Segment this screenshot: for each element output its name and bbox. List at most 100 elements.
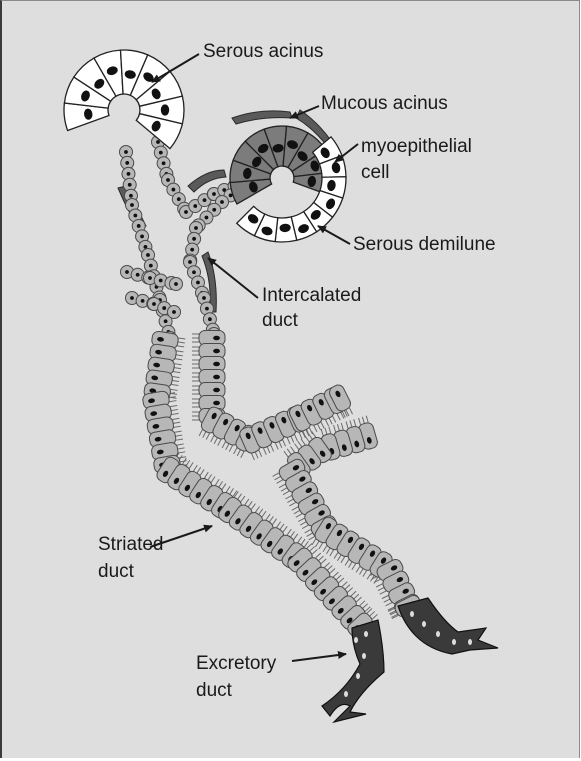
striation	[176, 439, 183, 440]
striation	[255, 452, 258, 458]
striation	[329, 418, 332, 424]
intercalated-nucleus	[162, 161, 166, 165]
striation	[325, 420, 328, 426]
striation	[294, 510, 300, 513]
intercalated-nucleus	[194, 226, 198, 230]
intercalated-nucleus	[141, 299, 145, 303]
intercalated-nucleus	[148, 276, 152, 280]
striation	[298, 518, 304, 521]
striation	[305, 436, 309, 442]
striation	[374, 579, 380, 582]
striation	[382, 595, 388, 598]
striation	[370, 611, 375, 616]
striation	[178, 452, 185, 453]
striation	[378, 587, 384, 590]
striation	[226, 444, 229, 450]
striation	[314, 426, 317, 432]
striation	[177, 351, 184, 352]
striation	[307, 543, 312, 548]
striation	[241, 452, 244, 458]
excretory-nucleus	[436, 631, 440, 637]
intercalated-nucleus	[190, 248, 194, 252]
striation	[175, 431, 182, 432]
intercalated-nucleus	[212, 208, 216, 212]
striation	[359, 418, 361, 425]
label-excretory-duct-line1: Excretory	[196, 652, 276, 675]
intercalated-nucleus	[125, 161, 129, 165]
striation	[307, 533, 313, 536]
label-arrow-4	[318, 226, 350, 244]
striated-nucleus	[213, 336, 220, 341]
striation	[252, 454, 255, 460]
striation	[237, 450, 240, 456]
intercalated-nucleus	[212, 192, 216, 196]
striation	[222, 484, 226, 490]
label-myoepithelial-cell-line2: cell	[361, 161, 390, 184]
striation	[204, 472, 208, 478]
intercalated-nucleus	[177, 197, 181, 201]
striation	[169, 401, 176, 402]
striation	[330, 550, 334, 556]
label-serous-acinus: Serous acinus	[203, 40, 323, 63]
striation	[222, 442, 225, 448]
striation	[326, 548, 330, 554]
intercalated-nucleus	[130, 203, 134, 207]
striation	[284, 451, 288, 457]
striation	[170, 405, 177, 406]
intercalated-nucleus	[220, 200, 224, 204]
intercalated-nucleus	[128, 183, 132, 187]
striation	[171, 384, 178, 385]
striation	[325, 428, 327, 435]
striation	[283, 526, 287, 532]
label-myoepithelial-cell-line1: myoepithelial	[361, 135, 472, 158]
label-intercalated-duct-line1: Intercalated	[262, 284, 361, 307]
striation	[323, 546, 327, 552]
striation	[263, 448, 266, 454]
striation	[289, 503, 295, 506]
intercalated-nucleus	[166, 178, 170, 182]
striation	[295, 435, 298, 441]
striation	[175, 364, 182, 365]
striation	[194, 465, 198, 471]
striation	[359, 569, 363, 575]
striation	[290, 447, 294, 453]
striation	[172, 380, 179, 381]
striation	[262, 511, 266, 517]
striation	[337, 424, 339, 431]
striation	[178, 338, 185, 339]
striation	[226, 486, 230, 492]
striation	[321, 429, 323, 436]
intercalated-nucleus	[192, 270, 196, 274]
striation	[362, 417, 364, 424]
striation	[277, 480, 283, 483]
striation	[174, 426, 181, 427]
striation	[285, 496, 291, 499]
striation	[171, 409, 178, 410]
intercalated-nucleus	[137, 224, 141, 228]
excretory-nucleus	[354, 637, 358, 643]
excretory-nucleus	[468, 639, 472, 645]
striation	[348, 562, 352, 568]
intercalated-nucleus	[196, 281, 200, 285]
striated-duct-main	[142, 331, 377, 640]
excretory-nucleus	[364, 631, 368, 637]
striation	[345, 585, 350, 590]
striation	[329, 427, 331, 434]
striation	[330, 568, 335, 573]
striation	[351, 591, 356, 596]
striation	[269, 516, 273, 522]
label-arrow-7	[292, 654, 346, 661]
intercalated-nucleus	[124, 150, 128, 154]
striation	[312, 431, 316, 437]
serous-acinus	[64, 50, 184, 149]
intercalated-nucleus	[188, 260, 192, 264]
striation	[296, 514, 302, 517]
striation	[173, 418, 180, 419]
striation	[333, 572, 338, 577]
striation	[203, 432, 206, 438]
striation	[301, 539, 305, 545]
striation	[177, 346, 184, 347]
striation	[175, 359, 182, 360]
striation	[173, 377, 180, 378]
intercalated-nucleus	[140, 235, 144, 239]
